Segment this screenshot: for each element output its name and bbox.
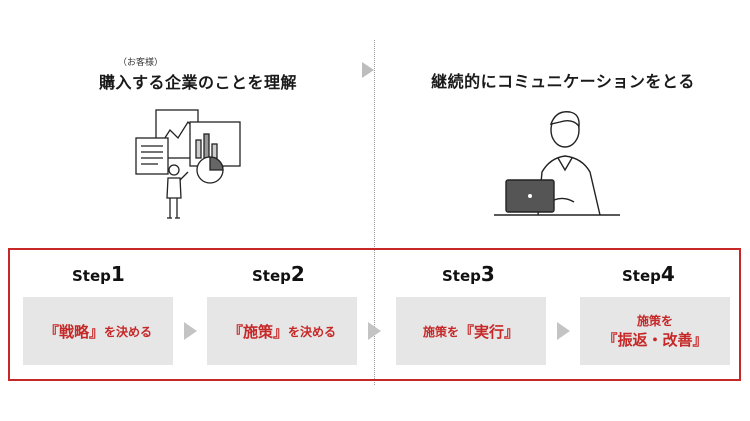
- step-number: 3: [480, 262, 495, 286]
- step-arrow-3-icon: [557, 322, 570, 340]
- laptop-person-icon: [494, 111, 620, 216]
- step-4-box: 施策を 『振返・改善』: [580, 297, 730, 365]
- step-number: 2: [290, 262, 305, 286]
- step-4-label: Step4: [622, 262, 675, 286]
- step-3-keyword: 『実行』: [459, 322, 520, 341]
- step-2-box: 『施策』を決める: [207, 297, 357, 365]
- step-word: Step: [72, 267, 111, 285]
- step-number: 4: [660, 262, 675, 286]
- step-4-keyword: 『振返・改善』: [602, 331, 708, 349]
- step-arrow-1-icon: [184, 322, 197, 340]
- step-arrow-2-icon: [368, 322, 381, 340]
- left-heading-text: 購入する企業のことを理解: [98, 73, 297, 92]
- step-1-keyword: 『戦略』: [43, 322, 104, 341]
- step-3-text: 施策を: [422, 324, 459, 339]
- step-word: Step: [442, 267, 481, 285]
- step-word: Step: [622, 267, 661, 285]
- step-2-keyword: 『施策』: [227, 322, 288, 341]
- step-word: Step: [252, 267, 291, 285]
- step-1-text: を決める: [104, 324, 153, 339]
- step-3-label: Step3: [442, 262, 495, 286]
- steps-frame: [8, 248, 741, 381]
- step-4-text: 施策を: [636, 314, 673, 328]
- presentation-person-icon: [135, 109, 241, 219]
- step-1-box: 『戦略』を決める: [23, 297, 173, 365]
- section-divider: [374, 40, 375, 385]
- step-1-label: Step1: [72, 262, 125, 286]
- left-heading: （お客様） 購入する企業のことを理解: [78, 58, 318, 93]
- right-heading: 継続的にコミュニケーションをとる: [431, 72, 695, 91]
- heading-arrow-icon: [362, 62, 374, 78]
- step-2-text: を決める: [288, 324, 337, 339]
- step-2-label: Step2: [252, 262, 305, 286]
- left-heading-ruby: （お客様）: [118, 58, 164, 68]
- step-number: 1: [110, 262, 125, 286]
- step-3-box: 施策を『実行』: [396, 297, 546, 365]
